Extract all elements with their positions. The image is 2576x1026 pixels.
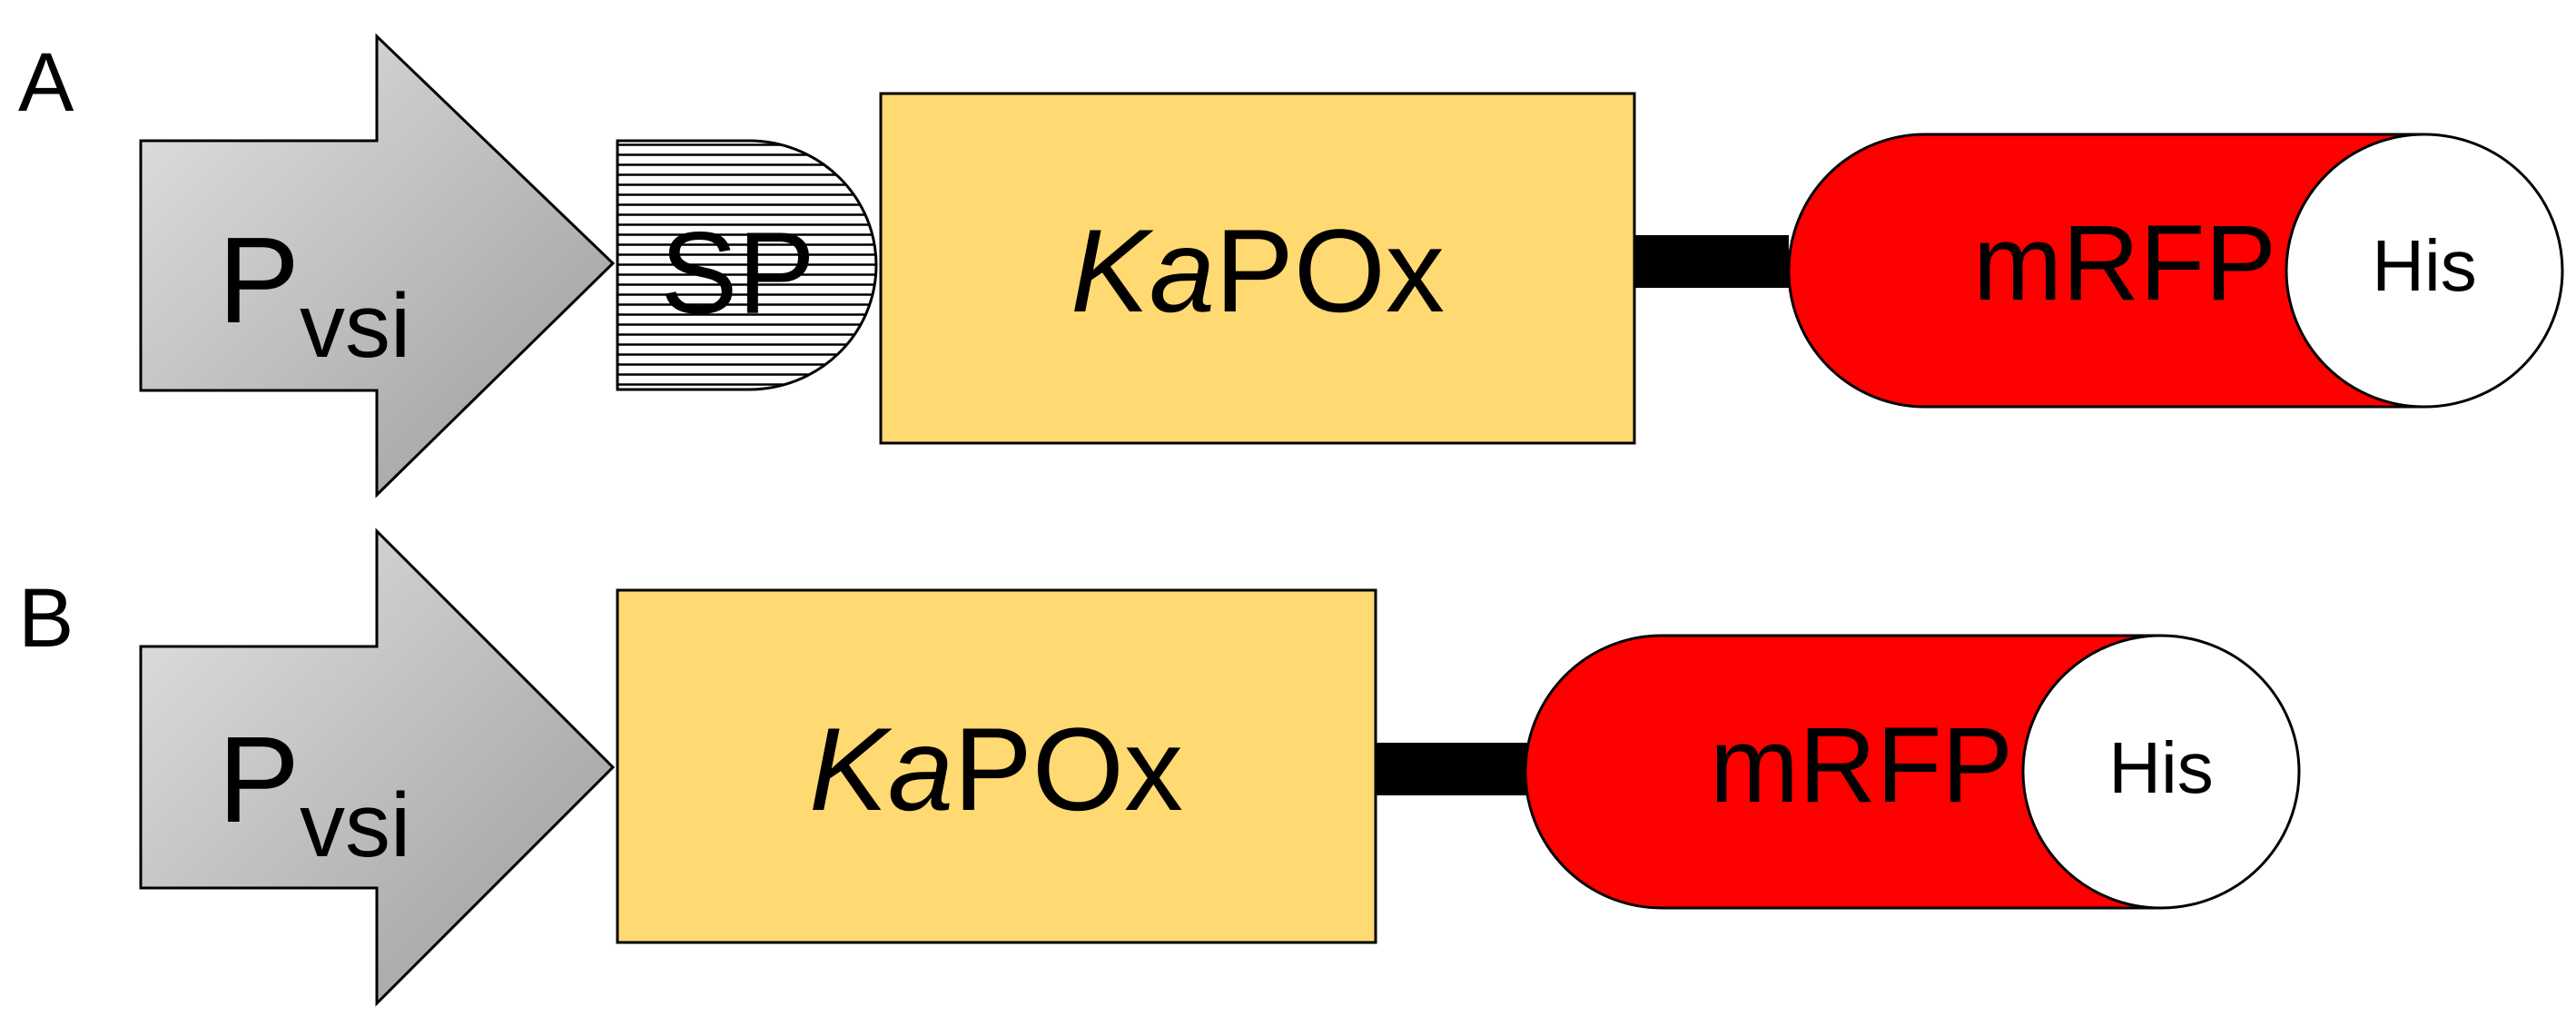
kapox-label-b: KaPOx	[809, 703, 1183, 835]
his-circle-a	[2285, 133, 2564, 409]
promoter-arrow-b: Pvsi	[139, 528, 616, 1007]
kapox-box-a: KaPOx	[879, 92, 1636, 445]
signal-peptide-label-a: SP	[660, 209, 815, 339]
kapox-plain-a: POx	[1215, 204, 1445, 337]
his-circle-b	[2021, 634, 2301, 910]
mrfp-cylinder-a: mRFP	[1787, 133, 2426, 409]
kapox-rect-b	[616, 588, 1377, 944]
promoter-arrow-a: Pvsi	[139, 33, 616, 498]
kapox-rect-a	[879, 92, 1636, 445]
promoter-arrow-shape-b	[139, 528, 616, 1007]
his-tag-a: His	[2285, 133, 2564, 409]
mrfp-cylinder-b: mRFP	[1524, 634, 2163, 910]
promoter-main-b: P	[218, 711, 300, 848]
his-tag-b: His	[2021, 634, 2301, 910]
kapox-label-a: KaPOx	[1071, 204, 1445, 337]
his-label-b: His	[2108, 727, 2214, 808]
promoter-sub-a: vsi	[300, 275, 410, 377]
kapox-italic-a: Ka	[1071, 204, 1215, 337]
mrfp-shape-a	[1787, 133, 2426, 409]
signal-peptide-shape-a	[616, 139, 878, 391]
kapox-box-b: KaPOx	[616, 588, 1377, 944]
linker-b	[1376, 743, 1530, 795]
mrfp-label-b: mRFP	[1710, 705, 2013, 825]
mrfp-shape-b	[1524, 634, 2163, 910]
panel-a: A Pvsi SP KaPOx mRFP His	[18, 33, 2564, 498]
kapox-plain-b: POx	[953, 703, 1183, 835]
promoter-sub-b: vsi	[300, 774, 410, 876]
linker-a	[1634, 235, 1789, 288]
panel-b: B Pvsi KaPOx mRFP His	[18, 528, 2301, 1007]
signal-peptide-a: SP	[616, 139, 878, 391]
panel-label-b: B	[18, 572, 74, 665]
promoter-arrow-shape-a	[139, 33, 616, 498]
svg-text:Pvsi: Pvsi	[218, 212, 410, 377]
promoter-main-a: P	[218, 212, 300, 349]
kapox-italic-b: Ka	[809, 703, 953, 835]
his-label-a: His	[2372, 225, 2477, 306]
mrfp-label-a: mRFP	[1973, 203, 2276, 323]
svg-text:Pvsi: Pvsi	[218, 711, 410, 876]
panel-label-a: A	[18, 36, 74, 129]
